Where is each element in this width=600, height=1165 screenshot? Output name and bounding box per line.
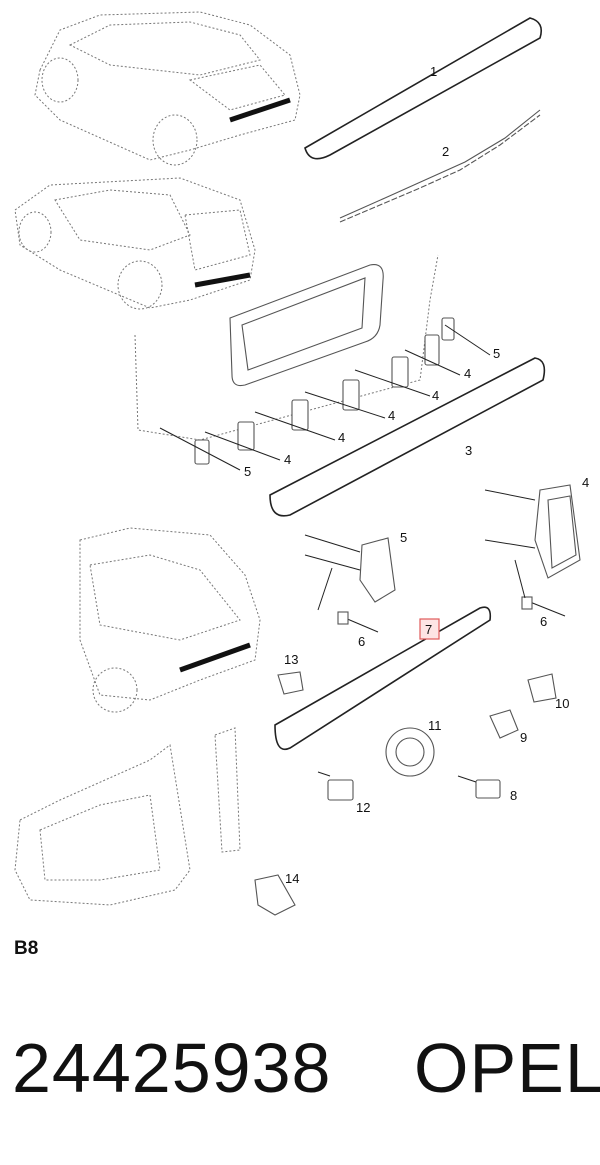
- callout-5c: 5: [400, 530, 407, 545]
- part-number: 24425938: [12, 1029, 332, 1107]
- callout-10: 10: [555, 696, 569, 711]
- callout-6a: 6: [358, 634, 365, 649]
- callout-4a: 4: [464, 366, 471, 381]
- rear-quarter-sketch: [14, 727, 241, 906]
- part-1-trim-strip: [304, 17, 543, 160]
- callout-2: 2: [442, 144, 449, 159]
- callout-4f: 4: [582, 475, 589, 490]
- part-6-screw-right: [529, 601, 566, 617]
- part-3-trim-strip: [269, 357, 546, 517]
- part-6-screw-left: [344, 617, 379, 633]
- brand-name: OPEL: [414, 1029, 600, 1107]
- section-code: B8: [14, 938, 39, 959]
- estate-sketch-middle: [79, 527, 261, 713]
- part-9-clip: [489, 709, 519, 739]
- callout-12: 12: [356, 800, 370, 815]
- part-8-fastener: [475, 779, 501, 799]
- callout-4c: 4: [388, 408, 395, 423]
- callout-6b: 6: [540, 614, 547, 629]
- callout-3: 3: [465, 443, 472, 458]
- callout-4d: 4: [338, 430, 345, 445]
- part-7-moulding: [274, 606, 492, 750]
- leader-lines-upper: [159, 324, 491, 471]
- callout-9: 9: [520, 730, 527, 745]
- parts-diagram: 1 2 3 4 4 4 4 4 4 5 5 5 6 6 7 8 9 10 11 …: [14, 11, 589, 916]
- estate-sketch-upper: [14, 177, 256, 310]
- callout-4e: 4: [284, 452, 291, 467]
- part-14-bracket: [254, 874, 296, 916]
- callout-7-highlight: [419, 618, 440, 640]
- callout-7: 7: [425, 622, 432, 637]
- callout-13: 13: [284, 652, 298, 667]
- callout-5b: 5: [244, 464, 251, 479]
- part-12-fastener: [327, 779, 354, 801]
- part-13-clip: [277, 671, 304, 695]
- callout-4b: 4: [432, 388, 439, 403]
- callout-5a: 5: [493, 346, 500, 361]
- hatchback-sketch: [34, 11, 301, 166]
- clip-row: [194, 317, 455, 465]
- callout-14: 14: [285, 871, 299, 886]
- callout-1: 1: [430, 64, 437, 79]
- callout-11: 11: [428, 718, 442, 733]
- callout-8: 8: [510, 788, 517, 803]
- part-10-clip: [527, 673, 557, 703]
- part-5-bracket: [359, 537, 396, 603]
